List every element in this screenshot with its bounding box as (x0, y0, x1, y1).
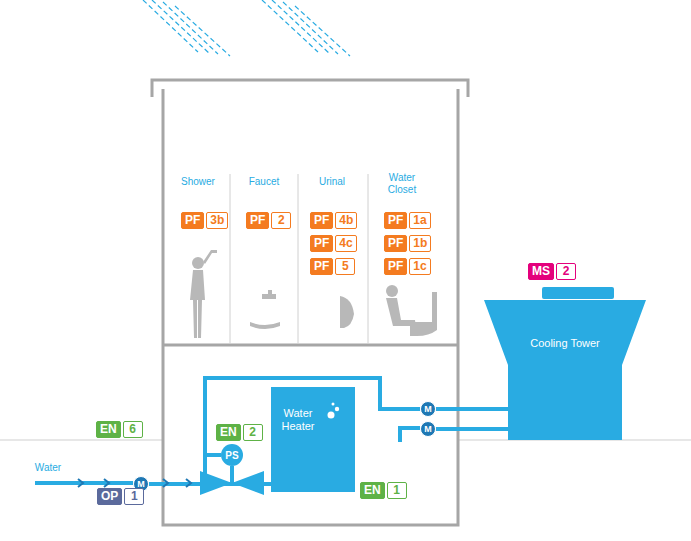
stall-dividers (230, 174, 368, 344)
pipe-connector (436, 427, 508, 431)
badge-code: PF (384, 212, 407, 229)
badge-number: 6 (123, 421, 143, 438)
badge-code: OP (97, 488, 122, 505)
tag-badge: PF2 (246, 212, 291, 229)
fixture-label: Water Closet (374, 172, 430, 196)
badge-code: PF (310, 258, 333, 275)
badge-code: PF (310, 212, 333, 229)
badge-number: 4c (335, 235, 356, 252)
badge-code: EN (96, 421, 121, 438)
tag-badge: PF1c (384, 258, 431, 275)
tag-badge: PF4b (310, 212, 357, 229)
badge-number: 1a (409, 212, 430, 229)
ground-line (0, 440, 163, 441)
pressure-valve (200, 471, 264, 495)
heater-label: Water Heater (275, 407, 321, 433)
badge-number: 1b (409, 235, 431, 252)
tower-label: Cooling Tower (518, 337, 612, 350)
fixture-figures (190, 250, 437, 338)
water-meter: M (420, 421, 436, 437)
badge-code: PF (384, 235, 407, 252)
tag-badge: EN2 (216, 424, 263, 441)
fixture-label: Faucet (234, 176, 294, 188)
meter-code: M (424, 424, 432, 434)
badge-code: EN (360, 482, 385, 499)
meter-code: M (424, 404, 432, 414)
tower-cap (542, 287, 614, 299)
tower-shape (484, 287, 646, 440)
badge-number: 1 (124, 488, 144, 505)
tag-badge: PF4c (310, 235, 357, 252)
badge-number: 4b (335, 212, 357, 229)
fixture-label: Shower (168, 176, 228, 188)
badge-number: 1 (387, 482, 407, 499)
tag-badge: PF1a (384, 212, 431, 229)
tag-badge: EN6 (96, 421, 143, 438)
pipe-connector (436, 407, 508, 411)
tag-badge: PF5 (310, 258, 355, 275)
water-heater: Water Heater (271, 387, 355, 492)
badge-code: PF (246, 212, 269, 229)
badge-number: 5 (335, 258, 355, 275)
badge-number: 2 (271, 212, 291, 229)
tag-badge: PF1b (384, 235, 431, 252)
pressure-sensor: PS (221, 444, 243, 466)
badge-number: 2 (243, 424, 263, 441)
badge-number: 3b (206, 212, 228, 229)
flow-label: Water (22, 462, 74, 474)
tag-badge: EN1 (360, 482, 407, 499)
building-outline (152, 80, 468, 525)
badge-number: 1c (409, 258, 430, 275)
water-meter: M (420, 401, 436, 417)
tag-badge: OP1 (97, 488, 144, 505)
cooling-tower: Cooling Tower (484, 287, 646, 440)
floor-slab (163, 344, 458, 347)
badge-code: EN (216, 424, 241, 441)
makeup-pipe (400, 428, 420, 442)
sensor-code: PS (225, 450, 238, 461)
tower-body (484, 300, 646, 440)
fixture-label: Urinal (302, 176, 362, 188)
bubbles-icon (325, 401, 345, 421)
badge-code: PF (310, 235, 333, 252)
rain (143, 0, 350, 56)
tag-badge: PF3b (181, 212, 228, 229)
badge-code: MS (528, 263, 554, 280)
badge-code: PF (181, 212, 204, 229)
badge-number: 2 (556, 263, 576, 280)
tag-badge: MS2 (528, 263, 576, 280)
badge-code: PF (384, 258, 407, 275)
